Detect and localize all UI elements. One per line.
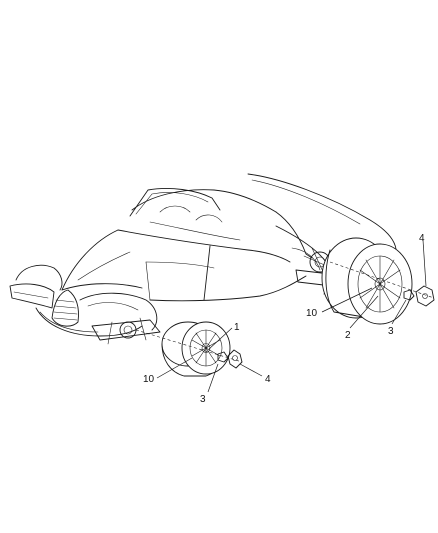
callout-10-rear: 10: [306, 308, 318, 319]
callout-4-front: 4: [265, 374, 271, 385]
callout-1: 1: [234, 322, 240, 333]
car-body: [9, 173, 397, 345]
callout-2: 2: [345, 330, 351, 341]
rear-wheel: [321, 237, 413, 325]
callout-3-front: 3: [200, 394, 206, 405]
leader-lines: [156, 239, 427, 393]
rear-center-cap: [415, 285, 435, 307]
callout-3-rear: 3: [388, 326, 394, 337]
callout-4-rear: 4: [419, 233, 425, 244]
rear-lug-nut: [403, 289, 415, 301]
front-lug-nut: [217, 351, 229, 363]
axis-lines: [135, 261, 435, 363]
callout-labels: 1 10 3 4 4 10 2 3: [143, 233, 425, 405]
front-center-cap: [227, 349, 243, 369]
callout-10-front: 10: [143, 374, 155, 385]
front-wheel: [161, 321, 231, 377]
